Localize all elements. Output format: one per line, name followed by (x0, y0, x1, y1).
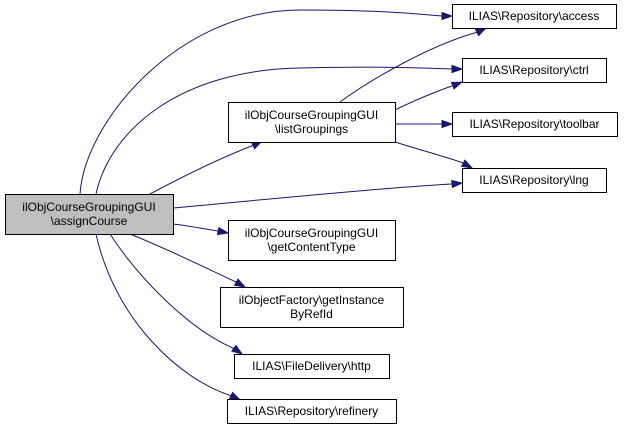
node-refinery[interactable]: ILIAS\Repository\refinery (227, 399, 397, 424)
edge-line (172, 183, 453, 209)
arrowhead-icon (231, 344, 244, 355)
edge-line (172, 223, 219, 232)
edge-assign-http (109, 233, 244, 355)
edge-line (79, 9, 443, 195)
node-label: ilObjCourseGroupingGUI (245, 226, 378, 240)
edge-line (394, 85, 453, 111)
edge-line (95, 66, 453, 195)
node-toolbar[interactable]: ILIAS\Repository\toolbar (452, 112, 618, 137)
node-http[interactable]: ILIAS\FileDelivery\http (234, 354, 390, 379)
arrowhead-icon (233, 278, 247, 288)
node-box[interactable] (220, 287, 404, 328)
edge-list-ctrl (394, 81, 464, 111)
arrowhead-icon (450, 81, 464, 90)
node-ctrl[interactable]: ILIAS\Repository\ctrl (462, 58, 607, 83)
node-label: ILIAS\FileDelivery\http (252, 359, 371, 373)
arrowhead-icon (216, 226, 230, 236)
edge-list-toolbar (395, 119, 454, 129)
arrowhead-icon (441, 11, 454, 21)
node-content[interactable]: ilObjCourseGroupingGUI\getContentType (228, 220, 396, 261)
arrowhead-icon (451, 64, 464, 74)
node-box[interactable] (5, 194, 174, 235)
edge-assign-factory (129, 233, 247, 288)
edge-line (149, 144, 255, 195)
node-label: ilObjCourseGroupingGUI (22, 200, 155, 214)
node-label: ByRefId (290, 307, 333, 321)
edge-assign-list (149, 140, 264, 195)
node-label: ILIAS\Repository\toolbar (469, 117, 599, 131)
edge-assign-ctrl (95, 64, 464, 195)
node-label: ILIAS\Repository\refinery (245, 404, 378, 418)
node-label: ILIAS\Repository\lng (479, 173, 588, 187)
edge-line (109, 233, 236, 350)
edge-assign-refinery (95, 233, 242, 401)
node-label: \getContentType (267, 240, 355, 254)
node-box[interactable] (452, 4, 617, 29)
arrowhead-icon (474, 27, 488, 37)
node-box[interactable] (452, 112, 618, 137)
edge-list-lng (394, 141, 474, 169)
arrowhead-icon (460, 159, 474, 169)
node-box[interactable] (462, 168, 607, 193)
arrowhead-icon (228, 391, 242, 401)
node-access[interactable]: ILIAS\Repository\access (452, 4, 617, 29)
edge-assign-content (172, 223, 230, 236)
node-label: \listGroupings (275, 122, 348, 136)
node-box[interactable] (227, 399, 397, 424)
node-label: ILIAS\Repository\access (469, 9, 600, 23)
node-box[interactable] (234, 354, 390, 379)
node-label: ilObjCourseGroupingGUI (245, 108, 378, 122)
edge-assign-access (79, 9, 454, 195)
arrowhead-icon (441, 119, 454, 129)
arrowhead-icon (451, 179, 464, 189)
node-box[interactable] (462, 58, 607, 83)
node-assign[interactable]: ilObjCourseGroupingGUI\assignCourse (5, 194, 174, 235)
edge-line (129, 233, 237, 283)
node-lng[interactable]: ILIAS\Repository\lng (462, 168, 607, 193)
edge-line (95, 233, 233, 397)
edge-assign-lng (172, 179, 464, 209)
node-label: ILIAS\Repository\ctrl (479, 63, 588, 77)
node-label: ilObjectFactory\getInstance (239, 293, 385, 307)
edge-line (339, 31, 479, 103)
node-box[interactable] (228, 220, 396, 261)
edge-line (394, 141, 464, 164)
node-box[interactable] (228, 102, 396, 143)
node-list[interactable]: ilObjCourseGroupingGUI\listGroupings (228, 102, 396, 143)
node-label: \assignCourse (51, 214, 128, 228)
